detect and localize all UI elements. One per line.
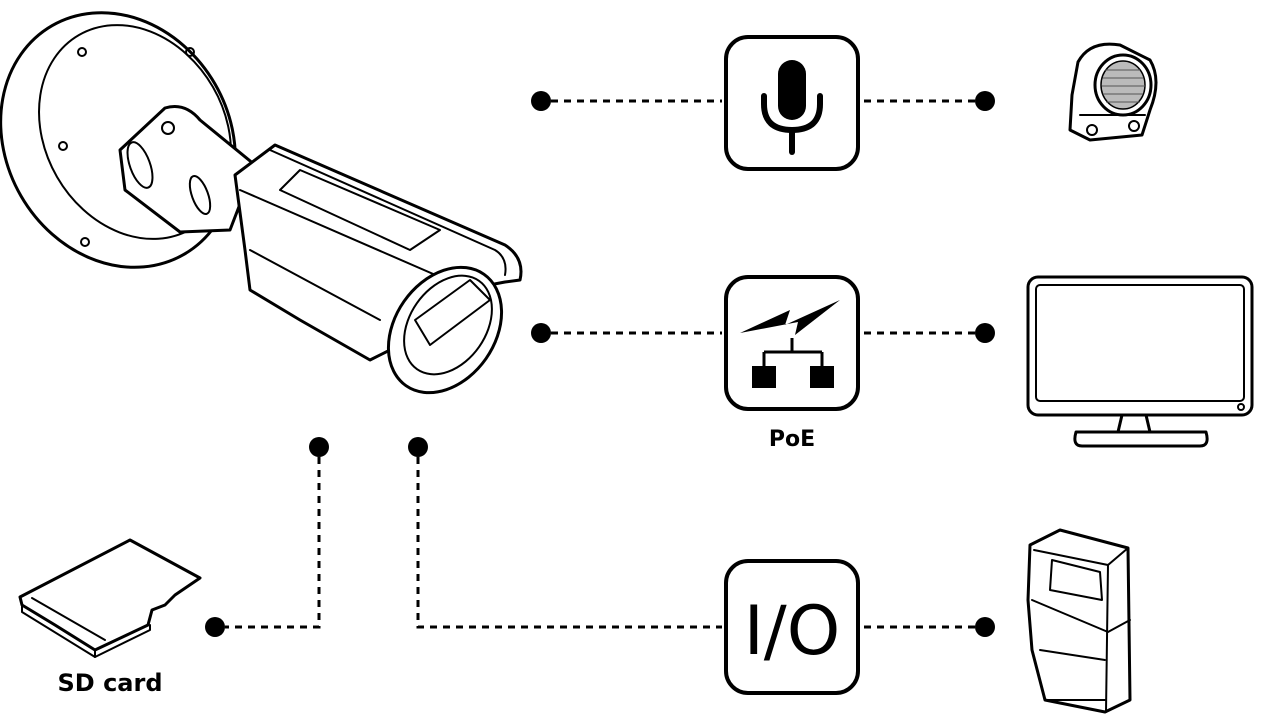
motion-sensor-icon [1026,528,1132,714]
microphone-icon [724,35,860,171]
connector-microphone [531,91,995,111]
speaker-icon [1068,42,1158,142]
monitor-icon [1026,275,1254,448]
connector-poe [531,323,995,343]
connector-sd-card [205,437,329,637]
poe-label: PoE [769,427,815,452]
sd-card-label: SD card [58,669,163,697]
io-icon: I/O [724,559,860,695]
io-label: I/O [744,592,841,671]
camera-icon [0,11,523,395]
connector-io [408,437,995,637]
sd-card-icon [18,538,202,658]
network-icon [724,275,860,411]
